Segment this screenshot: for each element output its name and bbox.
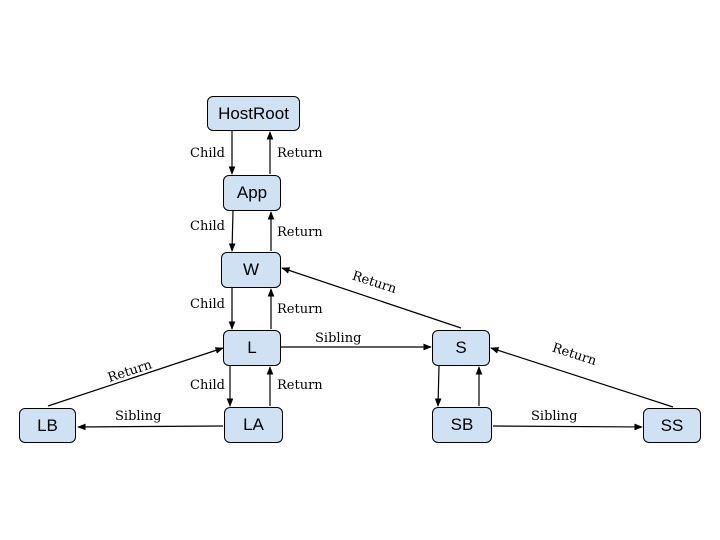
label-child-hostroot-app: Child <box>190 146 225 161</box>
label-return-la-l: Return <box>277 378 323 393</box>
label-sibling-sb-ss: Sibling <box>531 409 577 424</box>
node-ss: SS <box>643 408 701 443</box>
label-sibling-la-lb: Sibling <box>115 409 161 424</box>
edge-sb-ss-sibling <box>492 423 643 431</box>
edge-s-sb-child <box>434 365 442 407</box>
edge-la-lb-sibling <box>77 423 224 431</box>
node-s: S <box>432 330 490 366</box>
label-child-app-w: Child <box>190 219 225 234</box>
label-return-lb-l: Return <box>106 357 155 386</box>
edge-lb-l-return <box>47 347 224 407</box>
label-return-app-hostroot: Return <box>277 146 323 161</box>
label-return-ss-s: Return <box>550 341 599 370</box>
node-app: App <box>223 175 281 211</box>
node-hostroot: HostRoot <box>207 96 300 131</box>
node-lb: LB <box>19 408 76 443</box>
label-child-w-l: Child <box>190 297 225 312</box>
node-l: L <box>223 330 281 366</box>
edge-s-w-return <box>281 267 462 329</box>
label-return-l-w: Return <box>277 302 323 317</box>
node-sb: SB <box>432 407 492 443</box>
label-child-l-la: Child <box>190 378 225 393</box>
label-sibling-l-s: Sibling <box>315 331 361 346</box>
node-la: LA <box>224 407 283 443</box>
node-w: W <box>221 252 281 288</box>
edge-app-w-child <box>228 210 236 252</box>
label-return-w-app: Return <box>277 225 323 240</box>
edge-ss-s-return <box>490 347 674 408</box>
